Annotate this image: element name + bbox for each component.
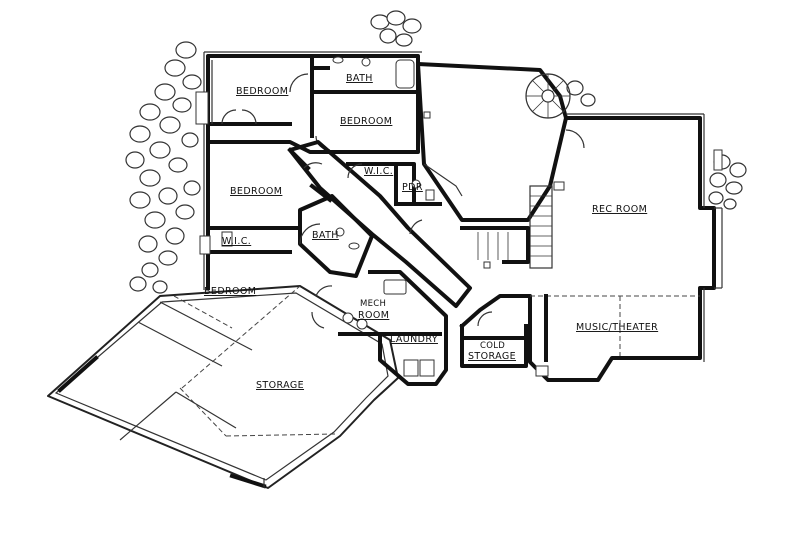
label-wic-west: W.I.C. bbox=[222, 236, 251, 247]
label-mech-line2: ROOM bbox=[358, 310, 389, 321]
west-wing bbox=[195, 51, 422, 290]
label-laundry: LAUNDRY bbox=[390, 334, 438, 345]
label-rec-room: REC ROOM bbox=[592, 204, 647, 215]
east-wing bbox=[459, 113, 723, 382]
label-bath-north: BATH bbox=[346, 73, 373, 84]
label-bedroom-southwest: BEDROOM bbox=[204, 286, 256, 297]
north-octagon bbox=[416, 62, 571, 222]
label-bedroom-nw: BEDROOM bbox=[236, 86, 288, 97]
label-pdr: PDR bbox=[402, 182, 423, 193]
label-cold-line1: COLD bbox=[480, 341, 505, 351]
service-rooms bbox=[311, 270, 528, 386]
label-bedroom-west: BEDROOM bbox=[230, 186, 282, 197]
main-stair bbox=[460, 181, 565, 269]
label-mech-line1: MECH bbox=[360, 299, 386, 309]
shrubs-north bbox=[370, 10, 596, 107]
shrubs-west bbox=[125, 41, 202, 294]
label-bath-center: BATH bbox=[312, 230, 339, 241]
label-bedroom-north: BEDROOM bbox=[340, 116, 392, 127]
bath-center bbox=[298, 194, 374, 278]
label-cold-line2: STORAGE bbox=[468, 351, 516, 362]
label-wic-center: W.I.C. bbox=[364, 166, 393, 177]
label-storage: STORAGE bbox=[256, 380, 304, 391]
room-labels: BEDROOM BATH BEDROOM BEDROOM W.I.C. PDR … bbox=[204, 73, 658, 391]
wic-pdr bbox=[346, 162, 442, 206]
label-music-theater: MUSIC/THEATER bbox=[576, 322, 658, 333]
